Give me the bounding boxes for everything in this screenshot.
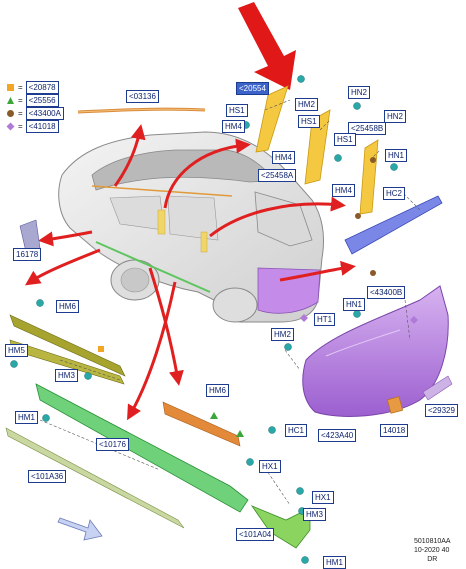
part-label-20554[interactable]: <20554 [236, 82, 269, 95]
part-label-hm4[interactable]: HM4 [272, 151, 295, 164]
part-label-10176[interactable]: <10176 [96, 438, 129, 451]
part-label-hm4[interactable]: HM4 [222, 120, 245, 133]
part-label-hm1[interactable]: HM1 [323, 556, 346, 569]
part-label-ht1[interactable]: HT1 [314, 313, 336, 326]
part-label-hc1[interactable]: HC1 [285, 424, 308, 437]
part-label-43400b[interactable]: <43400B [367, 286, 406, 299]
leader-arrows [25, 124, 356, 421]
legend-code[interactable]: <43400A [25, 107, 64, 120]
reference-date: 10-2020 40 [414, 547, 450, 554]
part-label-hm2[interactable]: HM2 [295, 98, 318, 111]
part-label-hm1[interactable]: HM1 [15, 411, 38, 424]
part-label-hc2[interactable]: HC2 [383, 187, 406, 200]
reference-code: 5010810AA [414, 538, 451, 545]
legend-item: = <25556 [6, 94, 59, 107]
part-label-16178[interactable]: 16178 [13, 248, 42, 261]
part-label-29329[interactable]: <29329 [425, 404, 458, 417]
legend-item: = <41018 [6, 120, 59, 133]
pointer-arrow-icon [238, 2, 296, 90]
part-label-hx1[interactable]: HX1 [312, 491, 334, 504]
legend-item: = <43400A [6, 107, 64, 120]
part-label-hx1[interactable]: HX1 [259, 460, 281, 473]
legend-code[interactable]: <20878 [25, 81, 59, 94]
circle-marker-icon [7, 110, 14, 117]
part-label-03136[interactable]: <03136 [126, 90, 159, 103]
part-label-101a36[interactable]: <101A36 [28, 470, 67, 483]
part-label-14018[interactable]: 14018 [380, 424, 409, 437]
legend-code[interactable]: <41018 [25, 120, 59, 133]
part-label-hn2[interactable]: HN2 [384, 110, 407, 123]
diamond-marker-icon [6, 122, 15, 131]
part-label-hm2[interactable]: HM2 [271, 328, 294, 341]
part-label-hm6[interactable]: HM6 [206, 384, 229, 397]
part-label-hs1[interactable]: HS1 [334, 133, 356, 146]
part-label-hs1[interactable]: HS1 [298, 115, 320, 128]
reference-block: 5010810AA 10-2020 40 DR [414, 537, 451, 564]
legend-code[interactable]: <25556 [25, 94, 59, 107]
part-label-25458b[interactable]: <25458B [348, 122, 387, 135]
part-label-hs1[interactable]: HS1 [226, 104, 248, 117]
part-label-hn2[interactable]: HN2 [348, 86, 371, 99]
part-label-hn1[interactable]: HN1 [385, 149, 408, 162]
part-label-101a04[interactable]: <101A04 [236, 528, 275, 541]
part-label-hm6[interactable]: HM6 [56, 300, 79, 313]
part-label-25458a[interactable]: <25458A [258, 169, 297, 182]
reference-suffix: DR [427, 556, 438, 563]
part-label-hm5[interactable]: HM5 [5, 344, 28, 357]
triangle-marker-icon [7, 97, 14, 104]
part-label-423a40[interactable]: <423A40 [318, 429, 357, 442]
part-label-hm3[interactable]: HM3 [303, 508, 326, 521]
vehicle-body [58, 131, 325, 323]
part-label-hm3[interactable]: HM3 [55, 369, 78, 382]
part-label-hn1[interactable]: HN1 [343, 298, 366, 311]
part-label-hm4[interactable]: HM4 [332, 184, 355, 197]
legend-item: = <20878 [6, 81, 59, 94]
square-marker-icon [7, 84, 14, 91]
